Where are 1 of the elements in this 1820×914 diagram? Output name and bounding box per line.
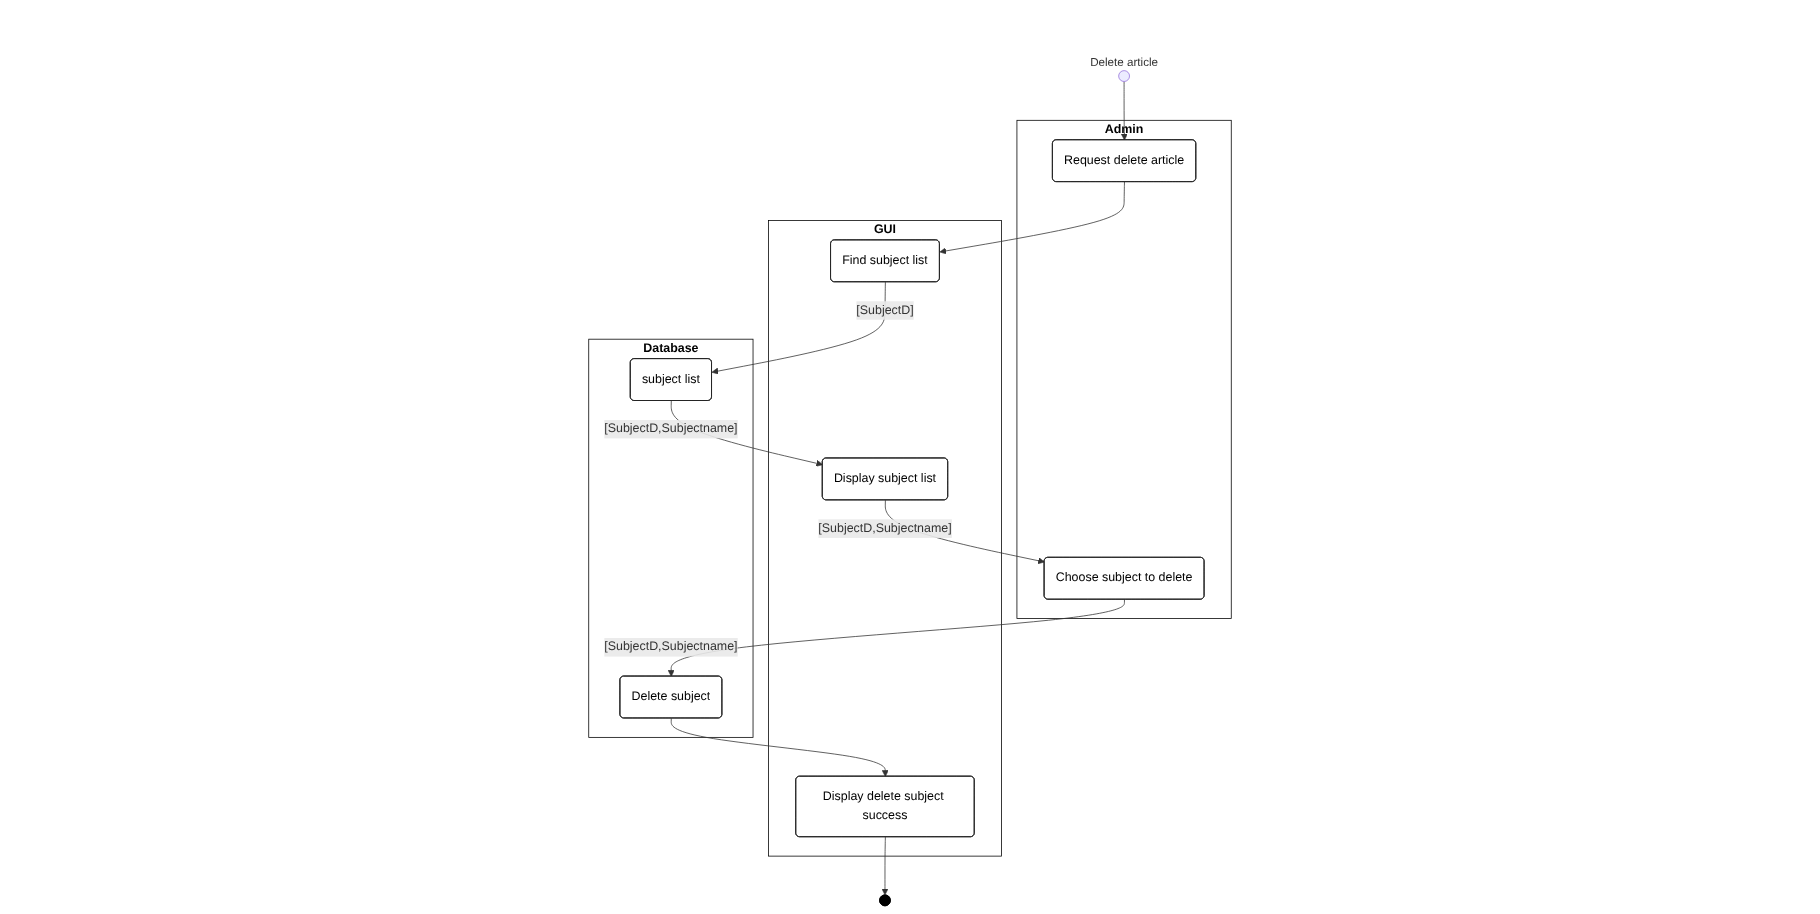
node-circle [1118,70,1130,82]
